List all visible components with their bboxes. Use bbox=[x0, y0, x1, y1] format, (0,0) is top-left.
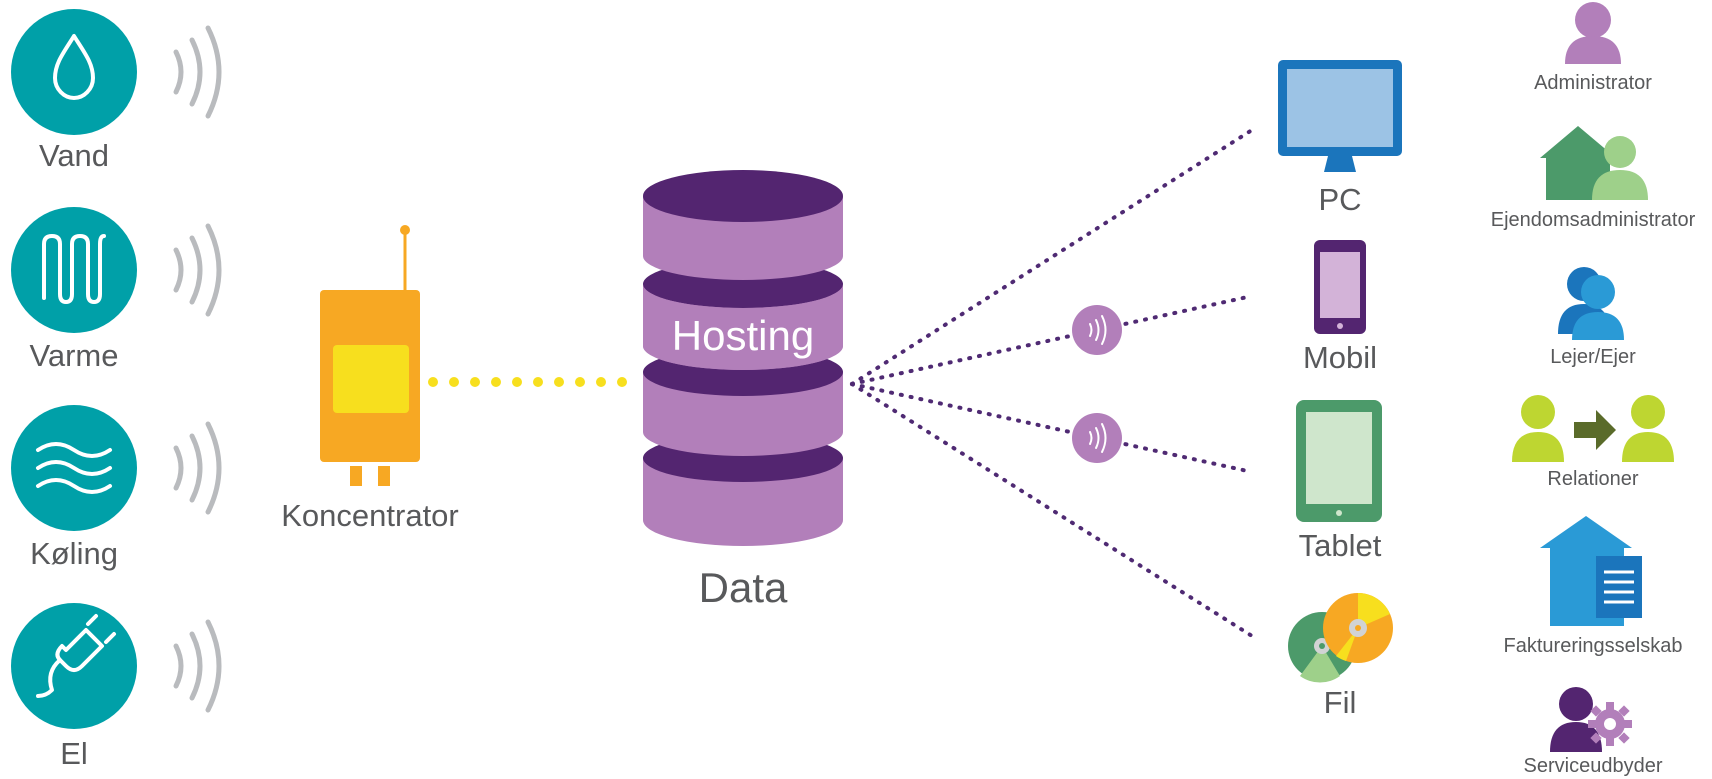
role-administrator-label: Administrator bbox=[1534, 72, 1652, 94]
mobile-signal-badge bbox=[1072, 305, 1122, 355]
billing-company-icon bbox=[1540, 516, 1642, 626]
sensor-koling-label: Køling bbox=[30, 536, 118, 571]
device-pc-label: PC bbox=[1318, 182, 1361, 217]
wireless-signal-icon bbox=[173, 619, 222, 713]
role-faktureringsselskab-label: Faktureringsselskab bbox=[1504, 635, 1683, 657]
wireless-signal-icon bbox=[1089, 423, 1107, 453]
water-drop-icon bbox=[53, 34, 95, 100]
administrator-person-icon bbox=[1565, 2, 1621, 64]
device-tablet-label: Tablet bbox=[1299, 528, 1382, 563]
role-lejer-ejer: Lejer/Ejer bbox=[1550, 267, 1636, 368]
tablet-icon bbox=[1296, 400, 1382, 522]
device-mobil: Mobil bbox=[1303, 240, 1377, 375]
concentrator: Koncentrator bbox=[281, 225, 459, 533]
sensor-koling: Køling bbox=[11, 405, 222, 571]
relations-icon bbox=[1512, 395, 1674, 462]
sensor-vand-circle bbox=[11, 9, 137, 135]
monitor-icon bbox=[1278, 60, 1402, 172]
role-relationer-label: Relationer bbox=[1547, 468, 1639, 490]
tablet-signal-badge bbox=[1072, 413, 1122, 463]
role-serviceudbyder-label: Serviceudbyder bbox=[1524, 755, 1663, 777]
role-ejendomsadministrator: Ejendomsadministrator bbox=[1491, 126, 1696, 231]
wireless-signal-icon bbox=[1089, 315, 1107, 345]
database: Hosting Data bbox=[643, 170, 843, 611]
wireless-signal-icon bbox=[173, 25, 222, 119]
sensor-el: El bbox=[11, 603, 222, 771]
sensor-varme: Varme bbox=[11, 207, 222, 373]
device-pc: PC bbox=[1278, 60, 1402, 217]
device-fil-label: Fil bbox=[1324, 685, 1357, 720]
device-fil: Fil bbox=[1288, 593, 1393, 720]
role-relationer: Relationer bbox=[1512, 395, 1674, 490]
sensor-vand: Vand bbox=[11, 9, 222, 173]
role-ejendomsadministrator-label: Ejendomsadministrator bbox=[1491, 209, 1696, 231]
sensor-varme-label: Varme bbox=[29, 338, 118, 373]
tenant-owner-icon bbox=[1558, 267, 1624, 340]
device-tablet: Tablet bbox=[1296, 400, 1382, 563]
concentrator-label: Koncentrator bbox=[281, 498, 459, 533]
device-mobil-label: Mobil bbox=[1303, 340, 1377, 375]
role-administrator: Administrator bbox=[1534, 2, 1652, 94]
concentrator-device-icon bbox=[320, 225, 420, 486]
sensor-vand-label: Vand bbox=[39, 138, 109, 173]
concentrator-link bbox=[428, 377, 627, 387]
wireless-signal-icon bbox=[173, 421, 222, 515]
service-provider-icon bbox=[1550, 687, 1632, 752]
mobile-phone-icon bbox=[1314, 240, 1366, 334]
property-admin-icon bbox=[1540, 126, 1648, 200]
cooling-waves-icon bbox=[36, 442, 112, 494]
power-plug-icon bbox=[36, 614, 116, 698]
heating-coil-icon bbox=[42, 234, 106, 304]
disc-file-icon bbox=[1288, 593, 1393, 683]
sensor-el-circle bbox=[11, 603, 137, 729]
role-lejer-ejer-label: Lejer/Ejer bbox=[1550, 346, 1636, 368]
wireless-signal-icon bbox=[173, 223, 222, 317]
device-links bbox=[850, 128, 1254, 638]
database-label: Data bbox=[699, 564, 788, 611]
role-serviceudbyder: Serviceudbyder bbox=[1524, 687, 1663, 777]
sensor-el-label: El bbox=[60, 736, 88, 771]
database-icon bbox=[643, 170, 843, 546]
role-faktureringsselskab: Faktureringsselskab bbox=[1504, 516, 1683, 657]
database-inner-label: Hosting bbox=[672, 312, 814, 359]
